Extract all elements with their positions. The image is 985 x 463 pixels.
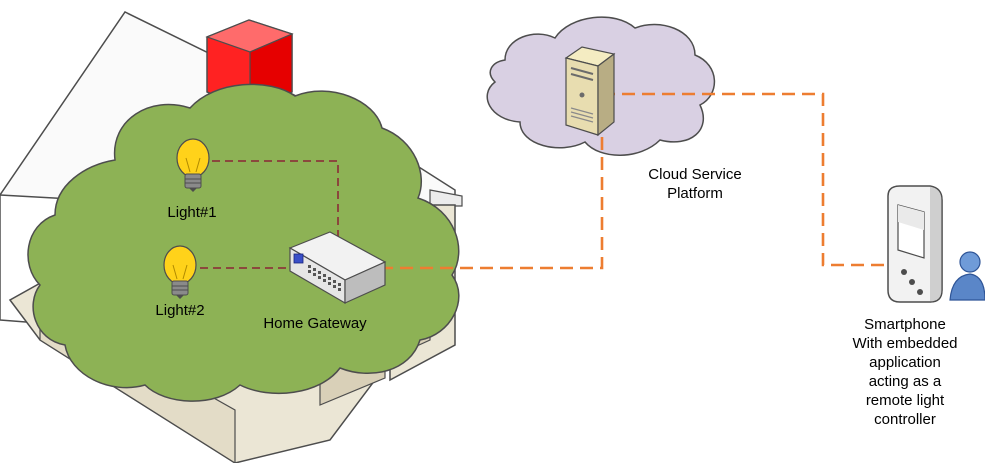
label-smartphone-line1: Smartphone (864, 316, 946, 333)
label-smartphone-line3: application (869, 354, 941, 371)
user-icon (949, 251, 985, 301)
label-smartphone-line6: controller (874, 411, 936, 428)
label-light2: Light#2 (155, 302, 205, 319)
label-cloud-service-platform: Cloud Service Platform (620, 165, 770, 203)
label-home-gateway: Home Gateway (263, 315, 367, 332)
label-light1: Light#1 (167, 204, 217, 221)
label-smartphone-line4: acting as a (868, 373, 942, 390)
link-light1-gateway (212, 160, 339, 237)
server-icon (564, 46, 616, 137)
label-smartphone-line5: remote light (865, 392, 945, 409)
links (200, 92, 888, 270)
gateway-icon (288, 231, 387, 305)
label-smartphone-line2: With embedded (852, 335, 958, 352)
smartphone-icon (887, 185, 943, 303)
label-cloud-line2: Platform (667, 185, 723, 202)
bulb-icon-light2 (163, 245, 197, 299)
link-cloud-smartphone (602, 92, 888, 267)
label-smartphone: Smartphone With embedded application act… (835, 315, 975, 429)
link-gateway-cloud (360, 94, 604, 270)
label-cloud-line1: Cloud Service (648, 166, 742, 183)
bulb-icon-light1 (176, 138, 210, 192)
tree-bush (27, 83, 460, 402)
